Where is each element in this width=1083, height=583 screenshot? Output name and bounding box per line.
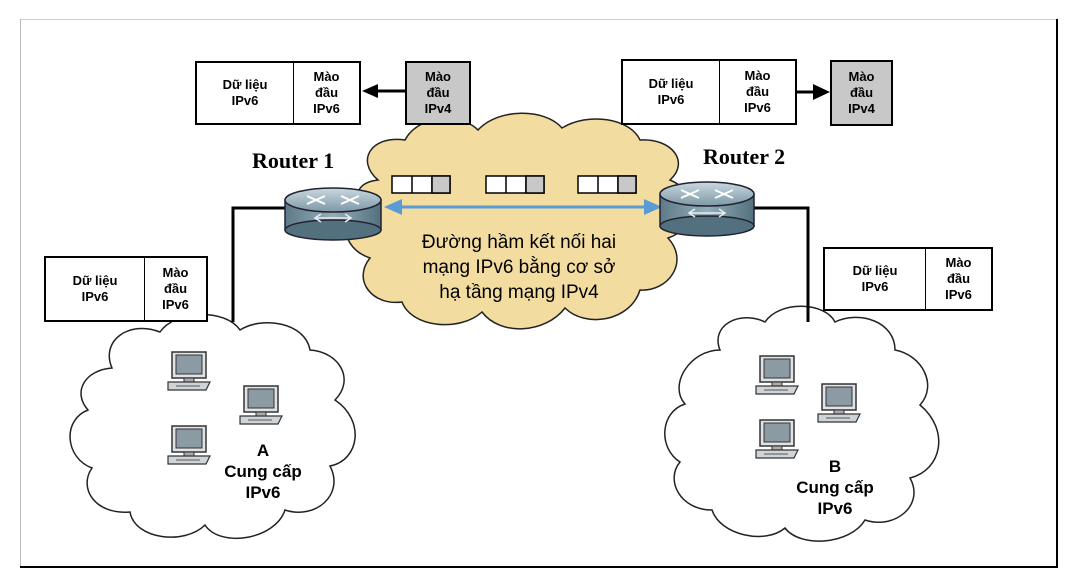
packet-data-cell: Dữ liệu IPv6 [72,273,118,304]
tunnel-packet-1 [391,175,451,194]
host-a-label: Cung cấp IPv6 [224,462,302,502]
packet-top-right: Dữ liệu IPv6 Mào đầu IPv6 [621,59,797,125]
frame-right-line [1056,19,1058,567]
host-b-label: Cung cấp IPv6 [796,478,874,518]
host-a-letter: A [256,441,270,460]
packet-left: Dữ liệu IPv6 Mào đầu IPv6 [44,256,208,322]
packet-ipv6-header-cell: Mào đầu IPv6 [144,258,206,320]
pc-icon [167,425,211,465]
frame-bottom-line [20,566,1058,568]
packet-top-left: Dữ liệu IPv6 Mào đầu IPv6 [195,61,361,125]
host-cloud-b [664,305,940,542]
host-b-letter: B [828,457,842,476]
tunnel-packet-3 [577,175,637,194]
arrow-top-left [362,84,405,98]
packet-right: Dữ liệu IPv6 Mào đầu IPv6 [823,247,993,311]
pc-icon [755,419,799,459]
packet-top-left-ipv4-header: Mào đầu IPv4 [405,61,471,125]
packet-top-right-ipv4-header: Mào đầu IPv4 [830,60,893,126]
router-1-label: Router 1 [252,148,335,173]
frame-top-line [20,19,1058,20]
pc-icon [817,383,861,423]
router-2-icon [659,181,755,237]
packet-data-cell: Dữ liệu IPv6 [648,76,694,107]
packet-ipv6-header-cell: Mào đầu IPv6 [293,63,359,123]
arrow-top-right [797,84,830,100]
pc-icon [755,355,799,395]
packet-data-cell: Dữ liệu IPv6 [852,263,898,294]
wire-a-to-router1 [231,206,287,322]
frame-left-line [20,19,21,567]
router-1-icon [284,187,382,241]
pc-icon [239,385,283,425]
packet-data-cell: Dữ liệu IPv6 [222,77,268,108]
router-2-label: Router 2 [703,144,786,169]
tunnel-description: Đường hầm kết nối hai mạng IPv6 bằng cơ … [421,232,617,303]
tunnel-packet-2 [485,175,545,194]
packet-ipv6-header-cell: Mào đầu IPv6 [925,249,991,309]
wire-b-to-router2 [752,206,810,322]
packet-ipv6-header-cell: Mào đầu IPv6 [719,61,795,123]
pc-icon [167,351,211,391]
tunnel-arrow [384,199,662,215]
tunnel-cloud [345,112,693,330]
host-cloud-a [69,313,356,539]
